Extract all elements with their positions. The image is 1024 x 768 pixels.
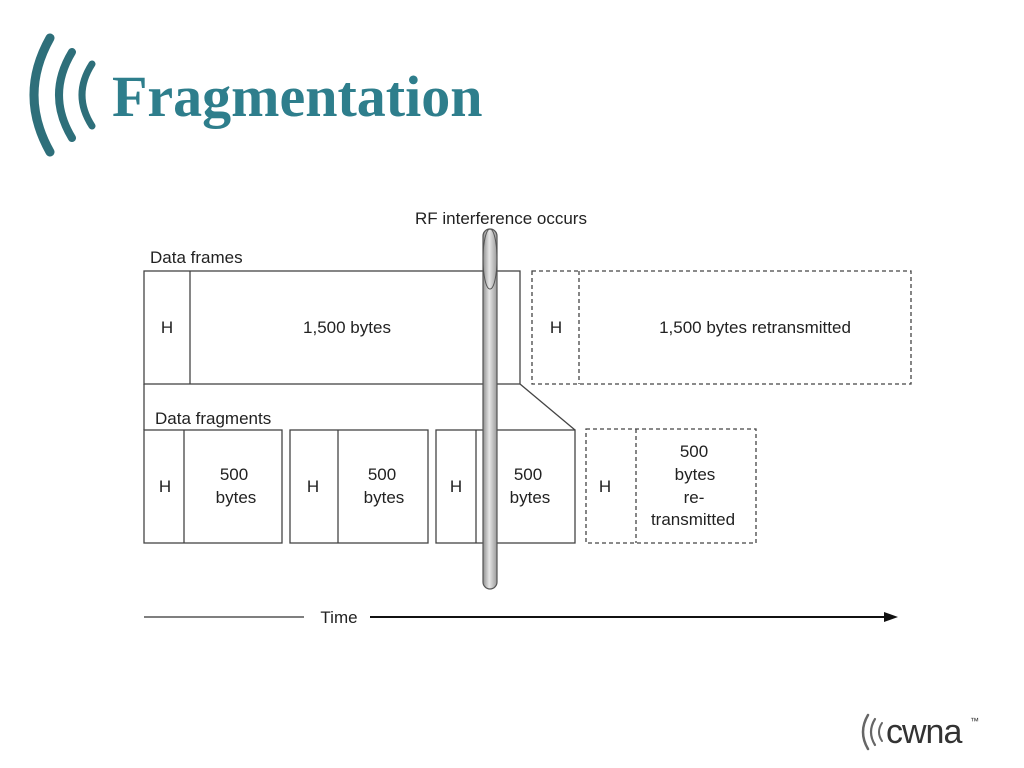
time-arrowhead [884,612,898,622]
trademark-symbol: ™ [970,716,979,726]
fragment-body-line: 500 [680,442,708,461]
fragment-header: H [307,477,319,496]
data-frame-original: H 1,500 bytes [143,270,521,385]
data-fragment-3: H 500 bytes [435,429,576,544]
fragment-body-line: bytes [364,488,405,507]
fragment-header: H [599,477,611,496]
data-fragment-1: H 500 bytes [143,429,283,544]
fragment-body-line: bytes [675,465,716,484]
expansion-lines [143,383,576,431]
cwna-logo-word: cwna [886,713,962,751]
fragment-header: H [450,477,462,496]
time-label: Time [320,608,357,627]
fragment-body-line: 500 [514,465,542,484]
wireless-signal-icon [861,713,883,751]
frame-header: H [161,318,173,337]
frame-body: 1,500 bytes retransmitted [659,318,851,337]
fragment-body-line: re- [684,488,705,507]
rf-interference-marker [482,228,498,590]
frame-body: 1,500 bytes [303,318,391,337]
fragment-body-line: transmitted [651,510,735,529]
fragment-body-line: 500 [220,465,248,484]
cwna-logo: cwna ™ [856,706,986,760]
wireless-signal-icon [29,33,96,157]
frame-header: H [550,318,562,337]
time-axis: Time [144,608,898,627]
slide-title: Fragmentation [112,64,483,129]
data-fragments-label: Data fragments [155,409,271,428]
fragment-body-line: bytes [510,488,551,507]
data-fragment-retransmitted: H 500 bytes re- transmitted [585,428,757,544]
fragment-body-line: bytes [216,488,257,507]
fragment-header: H [159,477,171,496]
data-frames-label: Data frames [150,248,243,267]
data-fragment-2: H 500 bytes [289,429,429,544]
data-frame-retransmitted: H 1,500 bytes retransmitted [531,270,912,385]
interference-label: RF interference occurs [415,209,587,228]
fragment-body-line: 500 [368,465,396,484]
